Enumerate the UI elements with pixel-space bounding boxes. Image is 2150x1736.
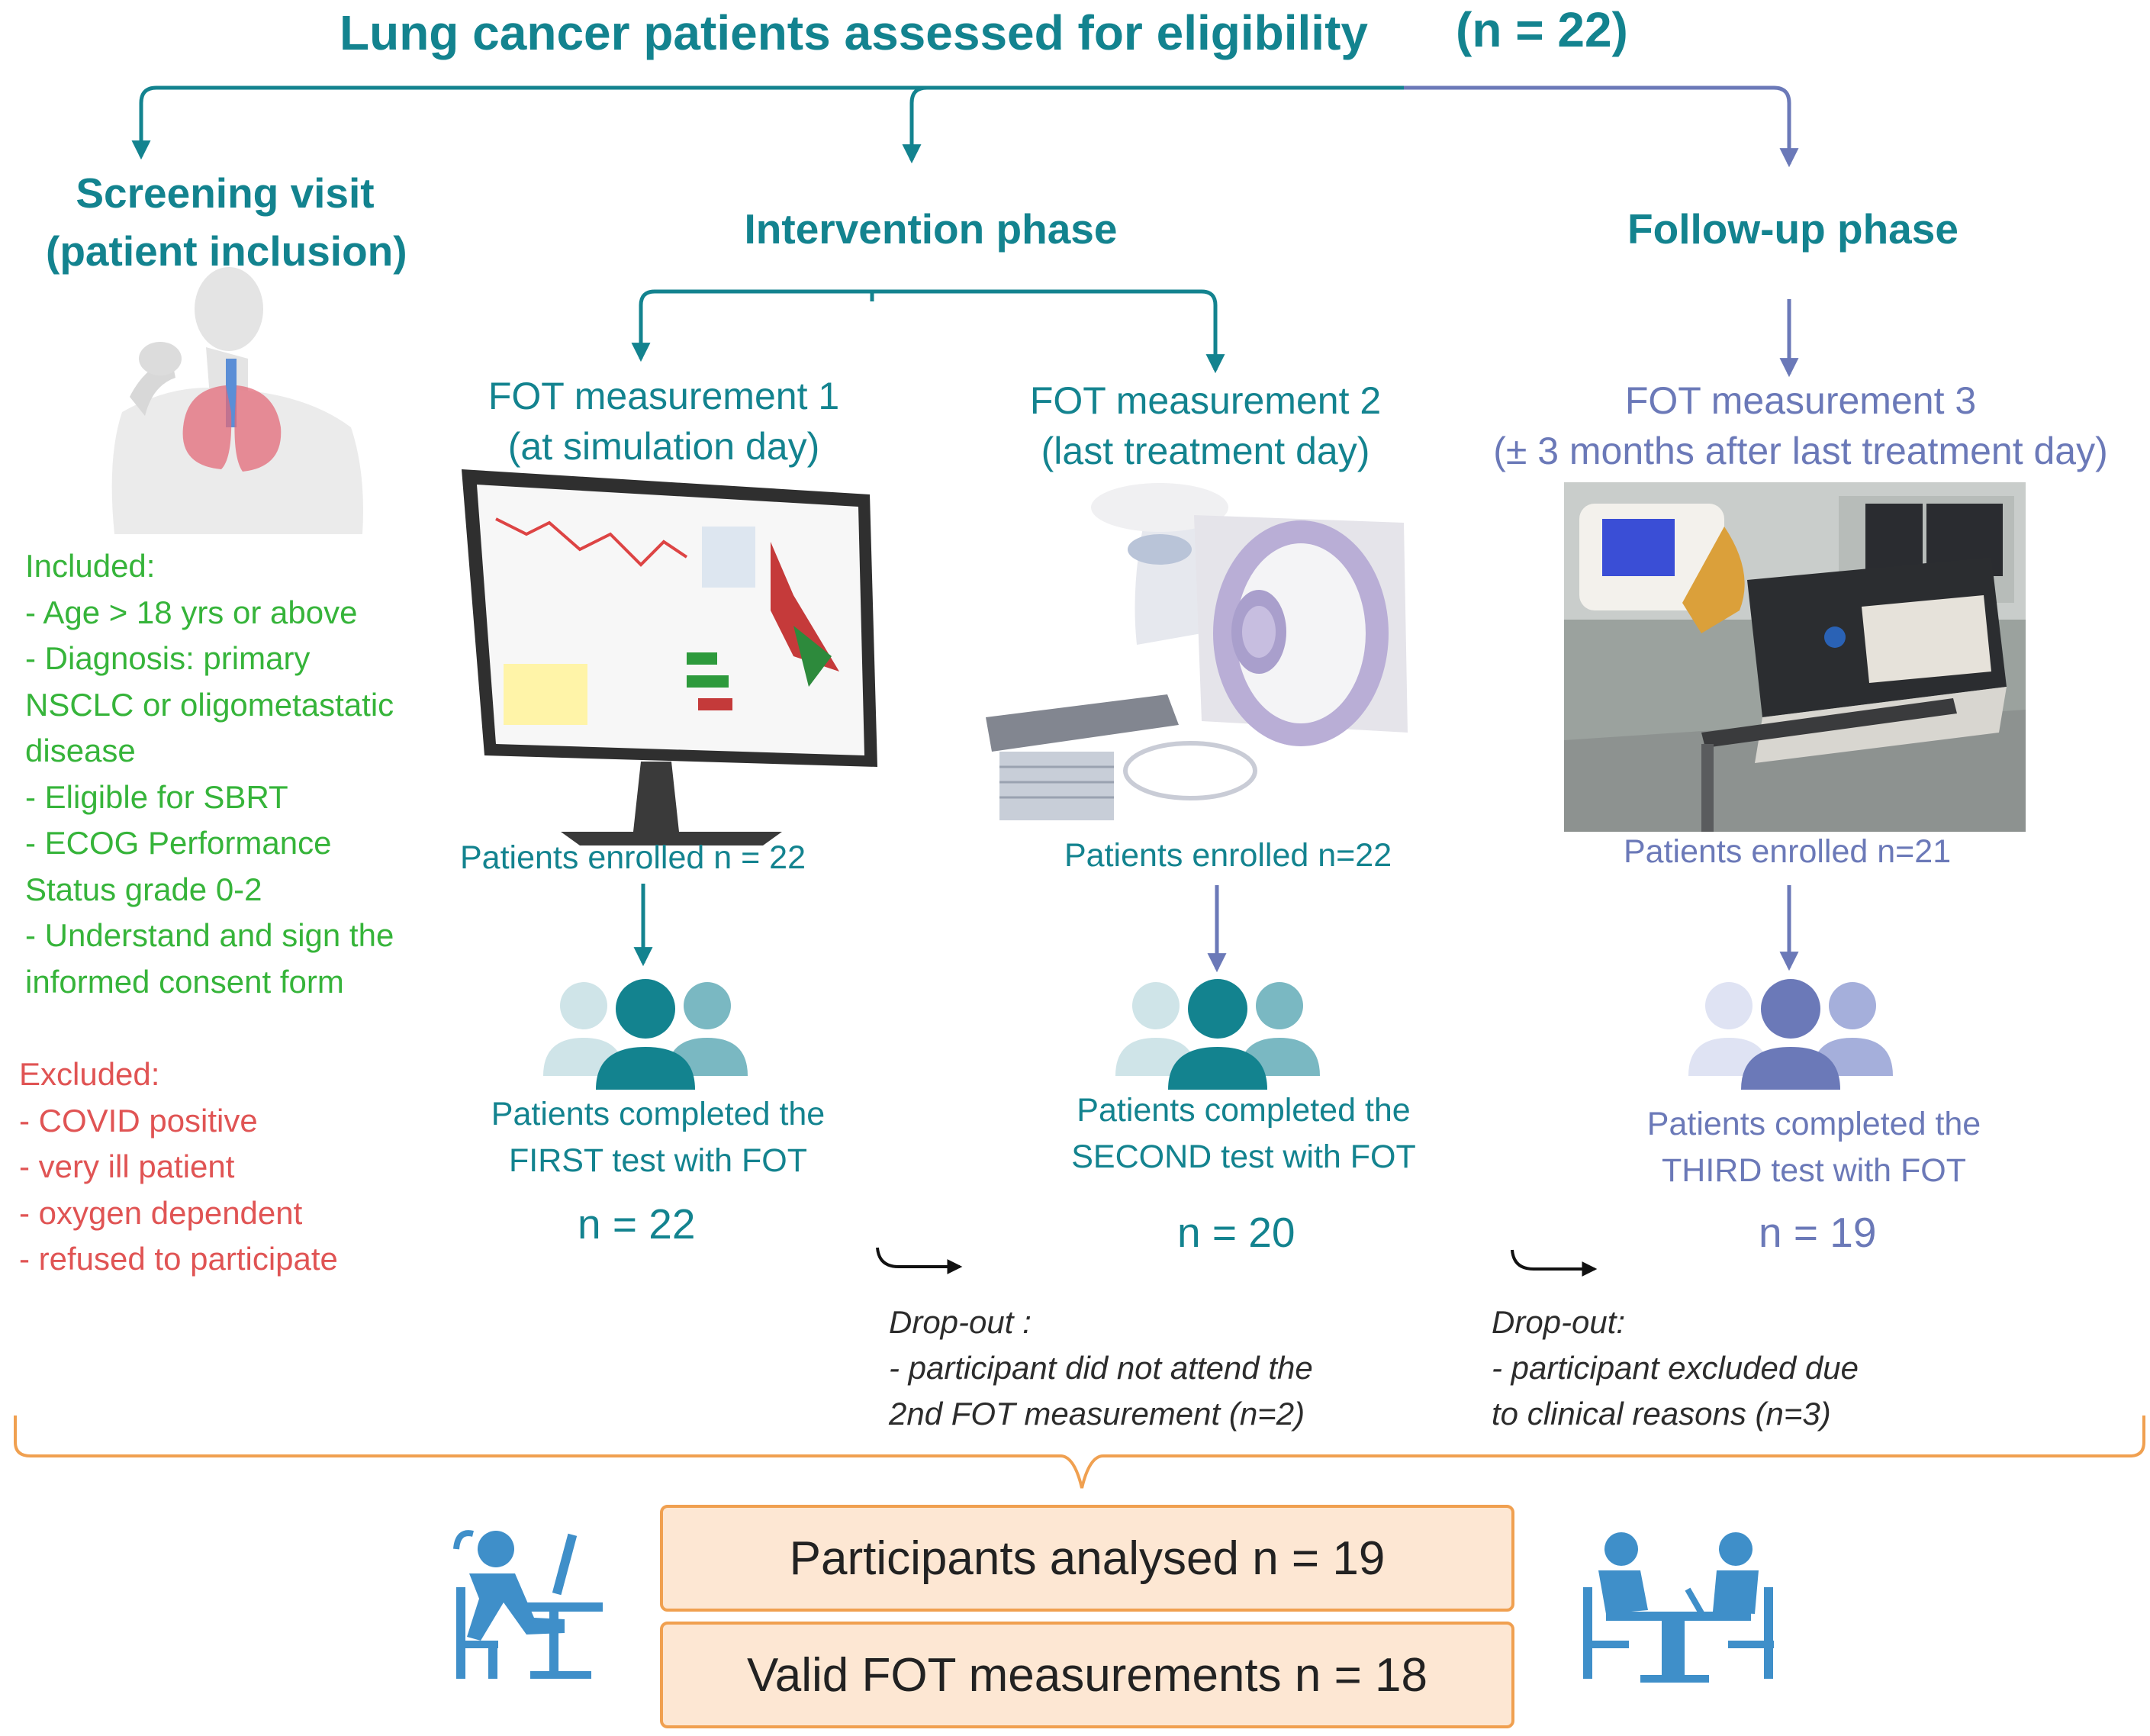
count-2: n = 20 (1177, 1209, 1295, 1256)
measurement-3-title: FOT measurement 3 (± 3 months after last… (1493, 379, 2108, 472)
dropout-1: Drop-out : - participant did not attend … (889, 1304, 1313, 1432)
valid-measurements-box: Valid FOT measurements n = 18 (660, 1622, 1514, 1728)
intervention-branch-connector (631, 289, 1225, 374)
enrolled-3: Patients enrolled n=21 (1624, 833, 1952, 870)
doctor-consultation-icon (1583, 1532, 1774, 1683)
exclusion-criteria: Excluded: - COVID positive - very ill pa… (19, 1056, 338, 1277)
completed-1: Patients completed the FIRST test with F… (491, 1096, 826, 1179)
dropout-2: Drop-out: - participant excluded due to … (1492, 1304, 1859, 1432)
completed-3: Patients completed the THIRD test with F… (1646, 1106, 1981, 1189)
completed-2: Patients completed the SECOND test with … (1071, 1092, 1416, 1175)
measurement-2-title: FOT measurement 2 (last treatment day) (1029, 379, 1382, 472)
lungs-patient-illustration (111, 267, 363, 534)
dropout-arrow-2 (1511, 1249, 1598, 1277)
patient-group-icon (543, 979, 748, 1090)
inclusion-criteria: Included: - Age > 18 yrs or above - Diag… (25, 548, 394, 1000)
dropout-arrow-1 (876, 1247, 963, 1274)
person-at-computer-icon (453, 1530, 603, 1679)
screening-heading: Screening visit (patient inclusion) (46, 169, 407, 275)
summary-brace (14, 1416, 2145, 1489)
fot-device-photo (1564, 482, 2026, 832)
page-title: Lung cancer patients assessed for eligib… (340, 5, 1368, 60)
page-title-count: (n = 22) (1456, 2, 1628, 57)
participants-analysed-box: Participants analysed n = 19 (660, 1505, 1514, 1612)
enrolled-2: Patients enrolled n=22 (1064, 837, 1392, 874)
intervention-heading: Intervention phase (744, 205, 1118, 253)
count-3: n = 19 (1759, 1209, 1877, 1256)
patient-group-icon (1688, 979, 1893, 1090)
measurement-1-title: FOT measurement 1 (at simulation day) (488, 375, 840, 468)
followup-heading: Follow-up phase (1627, 205, 1958, 253)
count-1: n = 22 (578, 1200, 696, 1248)
monitor-software-illustration (462, 469, 877, 845)
top-branch-connector (131, 85, 1799, 168)
linear-accelerator-illustration (986, 483, 1408, 820)
enrolled-1: Patients enrolled n = 22 (460, 839, 806, 876)
patient-group-icon (1115, 979, 1320, 1090)
